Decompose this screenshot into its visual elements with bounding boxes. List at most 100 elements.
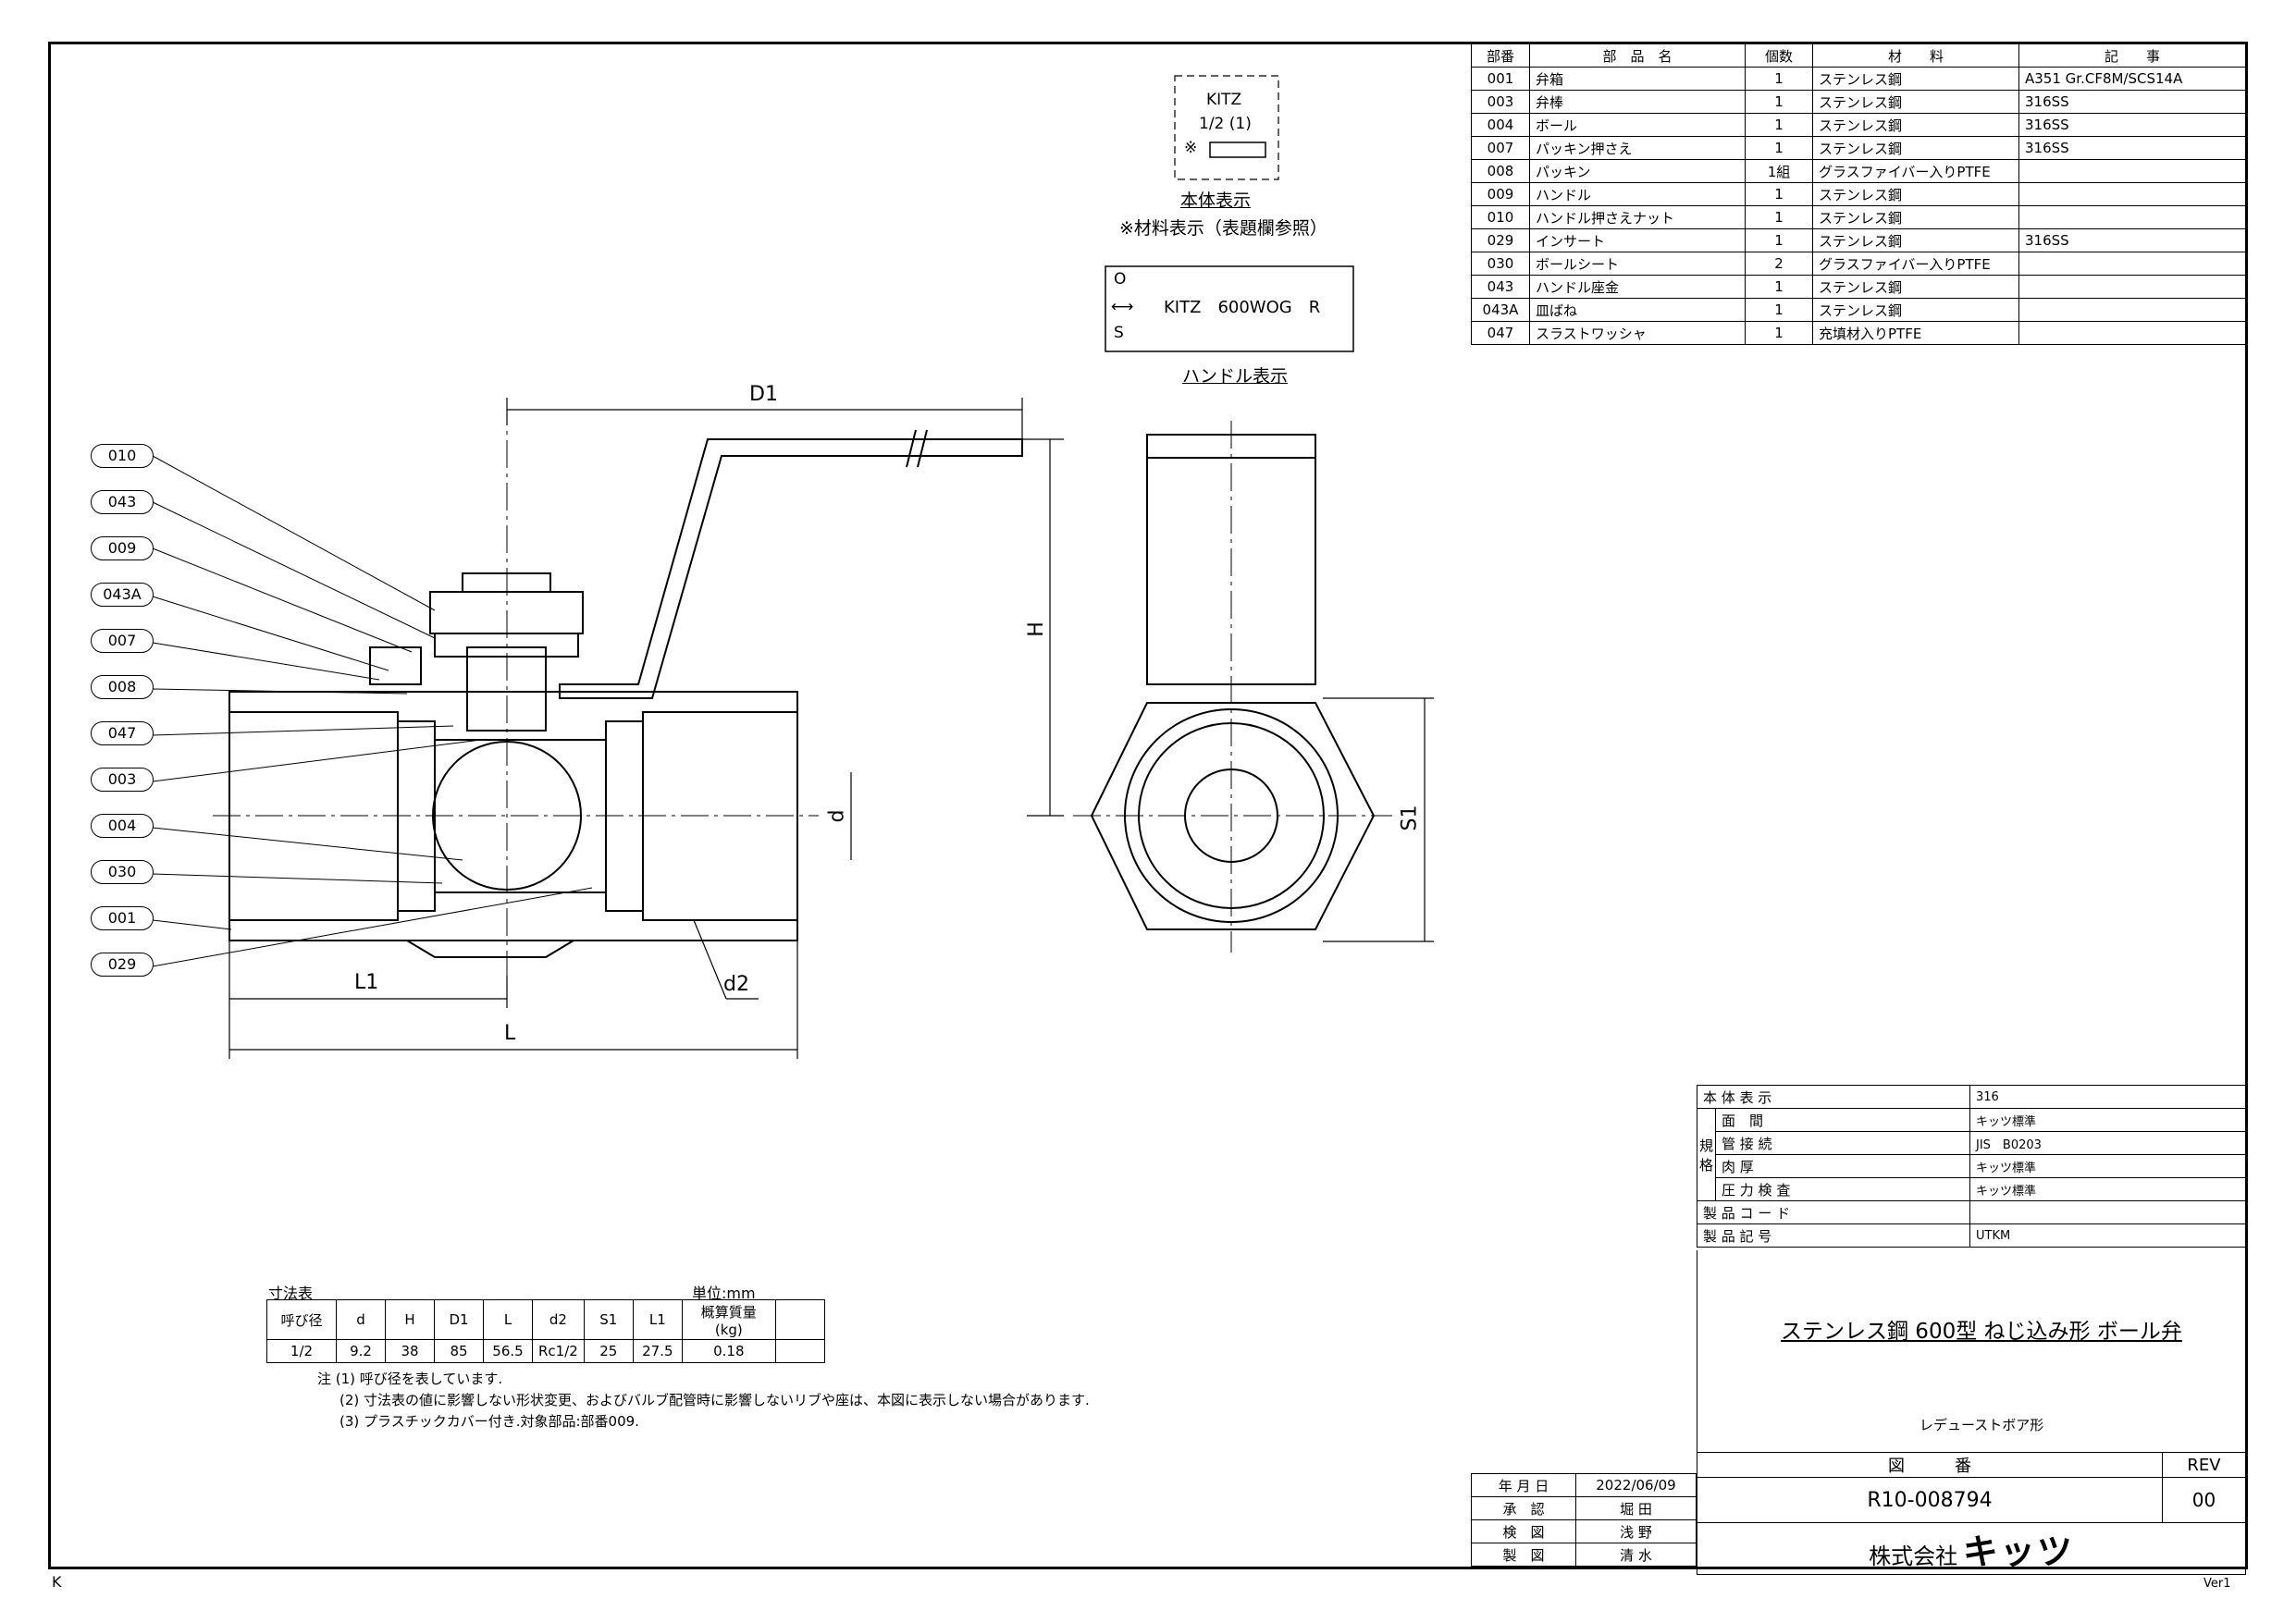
dim-header-cell: 概算質量 (kg)	[681, 1299, 776, 1340]
spec-label: 面 間	[1715, 1108, 1971, 1132]
company-name: 株式会社	[1869, 1543, 1958, 1569]
dim-label-s1: S1	[1398, 805, 1422, 831]
callout-bubble: 001	[91, 906, 154, 930]
parts-cell: 1	[1745, 67, 1813, 91]
parts-cell	[2018, 159, 2246, 183]
dim-table-notes: 注 (1) 呼び径を表しています.(2) 寸法表の値に影響しない形状変更、および…	[317, 1369, 1090, 1432]
parts-cell: 043	[1471, 275, 1530, 299]
parts-cell: 2	[1745, 252, 1813, 276]
dim-label-h: H	[1024, 621, 1048, 637]
parts-cell: 充填材入りPTFE	[1812, 321, 2019, 345]
approval-value: 2022/06/09	[1575, 1473, 1697, 1497]
drawing-subtitle: レデューストボア形	[1920, 1417, 2044, 1433]
body-marking-caption: 本体表示	[1180, 191, 1252, 211]
parts-cell: ステンレス鋼	[1812, 136, 2019, 160]
dim-header-cell: d	[336, 1299, 386, 1340]
dim-header-cell: L1	[632, 1299, 683, 1340]
parts-cell: グラスファイバー入りPTFE	[1812, 159, 2019, 183]
parts-cell: 030	[1471, 252, 1530, 276]
dim-note: (3) プラスチックカバー付き.対象部品:部番009.	[339, 1413, 639, 1430]
spec-value: キッツ標準	[1969, 1177, 2246, 1201]
spec-value: 316	[1969, 1085, 2246, 1109]
callout-bubble: 003	[91, 768, 154, 792]
parts-cell	[2018, 298, 2246, 322]
approval-row: 製 図清 水	[1471, 1543, 1697, 1567]
parts-cell: 1	[1745, 228, 1813, 252]
parts-cell: 009	[1471, 182, 1530, 206]
dim-value-cell: 56.5	[483, 1339, 533, 1363]
parts-cell: ステンレス鋼	[1812, 275, 2019, 299]
dim-header-cell: D1	[434, 1299, 484, 1340]
parts-cell: 001	[1471, 67, 1530, 91]
parts-header-cell: 部 品 名	[1529, 43, 1746, 68]
dim-value-cell: 85	[434, 1339, 484, 1363]
spec-row: 製 品 コ ー ド	[1696, 1200, 2246, 1224]
version-label: Ver1	[2203, 1577, 2231, 1591]
parts-cell: 047	[1471, 321, 1530, 345]
parts-cell: ボールシート	[1529, 252, 1746, 276]
parts-cell: 1	[1745, 136, 1813, 160]
approval-value: 清 水	[1575, 1543, 1697, 1567]
callout-bubble: 043A	[91, 583, 154, 607]
parts-cell: 010	[1471, 205, 1530, 229]
dim-table-unit: 単位:mm	[692, 1285, 756, 1302]
spec-label: 圧 力 検 査	[1715, 1177, 1971, 1201]
drawing-no-label: 図 番	[1697, 1452, 2163, 1478]
dim-header-cell: H	[385, 1299, 435, 1340]
spec-label: 管 接 続	[1715, 1131, 1971, 1155]
parts-cell: 弁箱	[1529, 67, 1746, 91]
drawing-no: R10-008794	[1697, 1477, 2163, 1523]
dim-value-cell: 1/2	[266, 1339, 337, 1363]
handle-marking-caption: ハンドル表示	[1182, 366, 1289, 387]
parts-cell	[2018, 182, 2246, 206]
parts-cell: パッキン	[1529, 159, 1746, 183]
callout-bubble: 009	[91, 536, 154, 560]
handle-marking-text: KITZ 600WOG R	[1164, 298, 1321, 317]
drawing-frame	[48, 42, 2248, 1569]
parts-cell: ステンレス鋼	[1812, 298, 2019, 322]
parts-cell: パッキン押さえ	[1529, 136, 1746, 160]
dim-value-cell: Rc1/2	[532, 1339, 585, 1363]
dim-label-l: L	[504, 1022, 516, 1045]
parts-cell: ボール	[1529, 113, 1746, 137]
dim-header-cell: 呼び径	[266, 1299, 337, 1340]
parts-cell: 1組	[1745, 159, 1813, 183]
parts-cell: 1	[1745, 205, 1813, 229]
body-marking-kitz: KITZ	[1206, 91, 1242, 109]
parts-cell	[2018, 275, 2246, 299]
parts-cell: 1	[1745, 90, 1813, 114]
parts-cell: ハンドル座金	[1529, 275, 1746, 299]
parts-cell: A351 Gr.CF8M/SCS14A	[2018, 67, 2246, 91]
dim-label-l1: L1	[354, 971, 379, 994]
parts-header-cell: 記 事	[2018, 43, 2246, 68]
parts-cell: ステンレス鋼	[1812, 90, 2019, 114]
front-handle	[1146, 434, 1316, 685]
parts-cell: 043A	[1471, 298, 1530, 322]
parts-cell: 003	[1471, 90, 1530, 114]
dim-value-cell: 0.18	[681, 1339, 776, 1363]
dim-value-cell: 9.2	[336, 1339, 386, 1363]
parts-cell: 1	[1745, 321, 1813, 345]
dim-header-cell: S1	[583, 1299, 634, 1340]
dim-value-cell: 38	[385, 1339, 435, 1363]
dim-value-cell: 25	[583, 1339, 634, 1363]
approval-value: 堀 田	[1575, 1496, 1697, 1520]
dim-value-cell: 27.5	[632, 1339, 683, 1363]
callout-bubble: 008	[91, 675, 154, 699]
